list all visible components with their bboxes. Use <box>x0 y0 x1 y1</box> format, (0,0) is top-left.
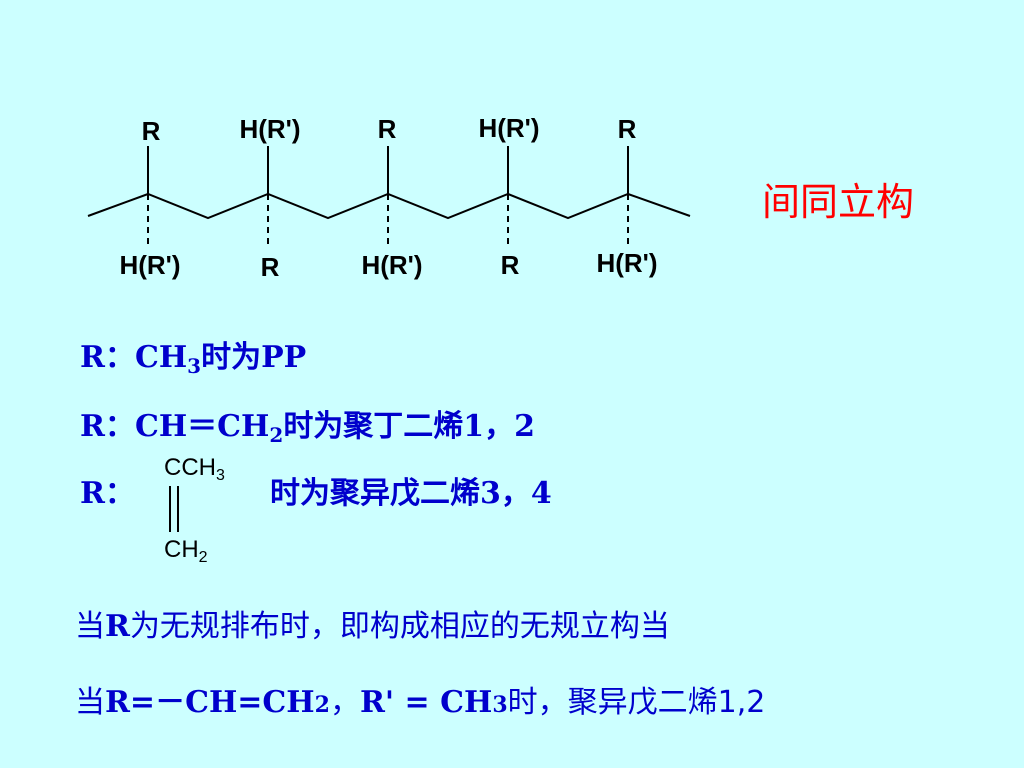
syndiotactic-chain-diagram <box>87 146 691 246</box>
dang-text: 当 <box>75 609 105 644</box>
top-label-3: R <box>377 114 397 144</box>
sub-3: 3 <box>492 692 508 718</box>
sub-2: 2 <box>269 423 284 447</box>
atactic-text: 为无规排布时，即构成相应的无规立构当 <box>129 609 670 644</box>
line-r-label-3: R： <box>80 476 135 511</box>
bottom-label-3: H(R') <box>361 250 423 280</box>
comma: ， <box>329 685 360 720</box>
r-label: R <box>105 609 130 644</box>
bottom-label-5: H(R') <box>596 248 658 278</box>
sub-2: 2 <box>314 692 330 718</box>
dang-text: 当 <box>75 685 105 720</box>
bottom-label-4: R <box>500 250 520 280</box>
page-title: 间同立构 <box>762 180 915 224</box>
top-label-5: R <box>617 114 637 144</box>
pp-text: 时为PP <box>201 340 307 375</box>
sub-3: 3 <box>187 354 202 378</box>
bottom-label-2: R <box>260 252 280 282</box>
line-pp: R：CH3时为PP <box>80 340 307 377</box>
isoprene-12-text: 时，聚异戊二烯1,2 <box>507 685 766 720</box>
line-isoprene-12: 当R=－CH=CH2，R' = CH3时，聚异戊二烯1,2 <box>75 688 765 718</box>
line-atactic: 当R为无规排布时，即构成相应的无规立构当 <box>75 612 670 642</box>
sub-2: 2 <box>198 549 208 566</box>
isoprene-text: 时为聚异戊二烯3，4 <box>270 476 552 511</box>
top-label-1: R <box>141 116 161 146</box>
ch-formula: CH <box>134 340 188 375</box>
cch-text: CCH <box>164 454 216 481</box>
ch-text: CH <box>164 536 199 563</box>
butadiene-text: 时为聚丁二烯1，2 <box>283 409 536 444</box>
top-label-4: H(R') <box>478 113 540 143</box>
isopropenyl-bottom-formula: CH2 <box>164 536 208 566</box>
bottom-label-1: H(R') <box>119 250 181 280</box>
sub-3: 3 <box>216 467 225 484</box>
r-label: R： <box>80 409 135 444</box>
double-bond-icon <box>169 486 179 532</box>
top-label-2: H(R') <box>239 114 301 144</box>
vinyl-formula: CH＝CH <box>134 409 270 444</box>
r-prime-formula: R' = CH <box>359 685 493 720</box>
isopropenyl-top-formula: CCH3 <box>164 454 225 484</box>
r-vinyl-formula: R=－CH=CH <box>105 685 315 720</box>
line-butadiene: R：CH＝CH2时为聚丁二烯1，2 <box>80 409 536 446</box>
r-label: R： <box>80 340 135 375</box>
